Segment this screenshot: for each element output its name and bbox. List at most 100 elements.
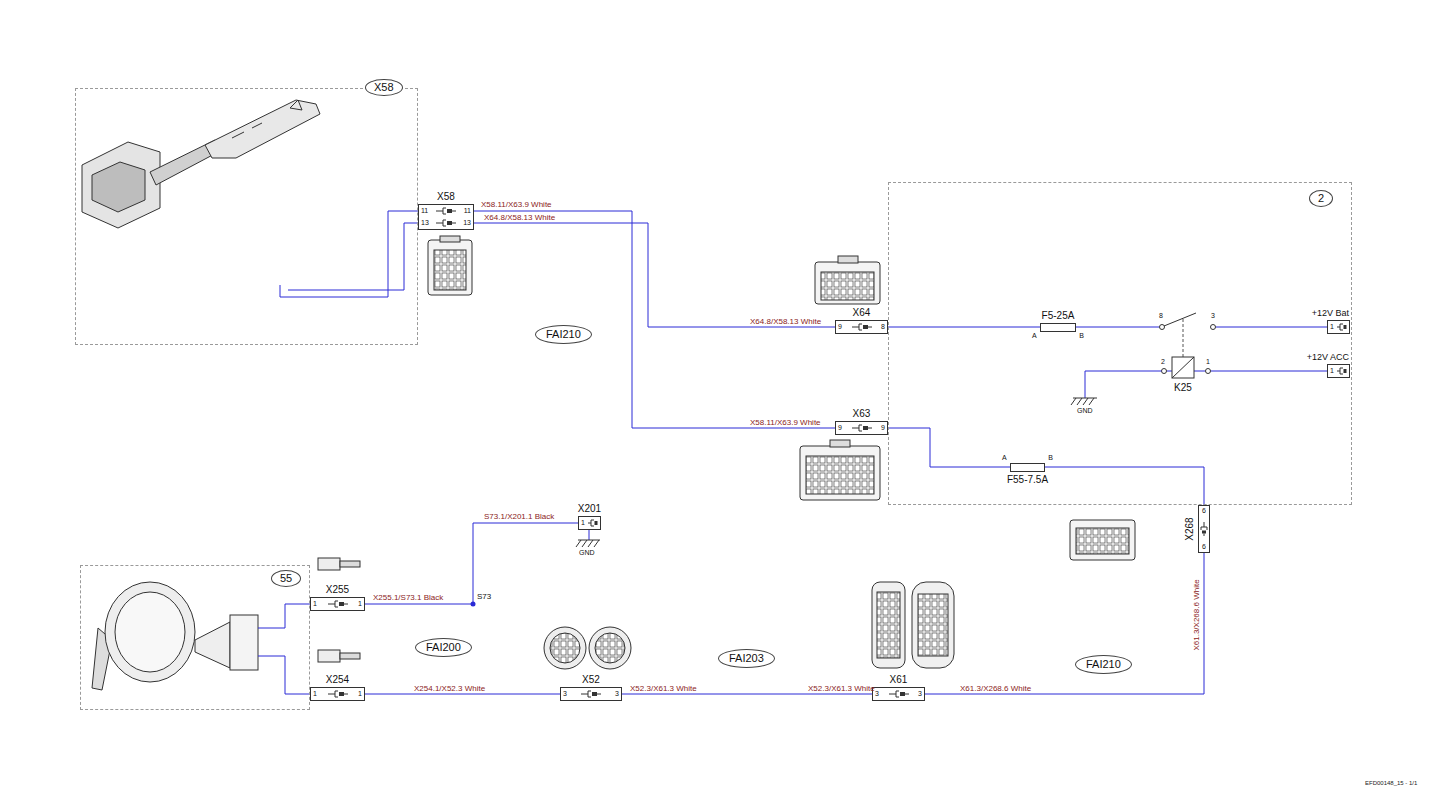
connector-picture-part	[434, 250, 466, 290]
pin-row: 1	[1328, 321, 1349, 333]
fuse-box: F55-7.5AAB	[1010, 463, 1045, 472]
relay-drawing-part	[1206, 369, 1211, 374]
connector-picture-part	[800, 446, 880, 500]
splice-name: S73	[477, 592, 491, 601]
connector-symbol	[852, 424, 872, 432]
wire-label: X64.8/X58.13 White	[484, 213, 555, 222]
connector-symbol	[1200, 522, 1208, 536]
connector-symbol	[852, 323, 872, 331]
connector-symbol	[1337, 323, 1347, 331]
relay-drawing-part	[1160, 325, 1165, 330]
connector-symbol	[1337, 367, 1347, 375]
callout-text: FAI210	[1086, 658, 1121, 670]
connector-name: X64	[853, 307, 871, 319]
connector-picture-part	[821, 272, 874, 300]
pin-row: 1	[1328, 365, 1349, 377]
connector-box: X6133	[872, 687, 925, 701]
pin-number: 13	[463, 219, 471, 227]
wire-label: X58.11/X63.9 White	[750, 418, 821, 427]
callout-oval: X58	[365, 79, 403, 96]
connector-name: X61	[890, 674, 908, 686]
connector-name: X201	[578, 503, 601, 515]
connector-symbol-line	[1337, 368, 1343, 374]
supply-terminal: +12V ACC1	[1327, 364, 1350, 378]
pin-number: 8	[1159, 312, 1163, 320]
connector-box: X25411	[310, 687, 365, 701]
relay-drawing-part	[1164, 313, 1196, 326]
relay-drawing-part	[1172, 357, 1194, 378]
wire	[1225, 371, 1327, 372]
lever-switch-part	[205, 100, 320, 158]
connector-picture-part	[544, 627, 586, 669]
fuse-pin: A	[1002, 454, 1007, 462]
harness-callout: FAI203	[718, 649, 775, 668]
callout-text: FAI210	[546, 328, 581, 340]
callout-text: FAI203	[729, 652, 764, 664]
component-region: X58	[75, 88, 418, 345]
fuse-name: F55-7.5A	[1007, 474, 1048, 486]
wire	[888, 428, 1010, 467]
connector-symbol-line	[436, 220, 456, 226]
connector-symbol-pin	[1344, 369, 1347, 373]
pin-row: 98	[836, 321, 887, 333]
pin-row: 33	[561, 688, 621, 700]
connector-picture-part	[912, 582, 954, 668]
wire-label: X58.11/X63.9 White	[481, 200, 552, 209]
horn-wires-part	[258, 604, 310, 628]
connector-picture-part	[550, 633, 580, 663]
connector-box: X26866	[1198, 505, 1210, 553]
connector-symbol-line	[1337, 324, 1343, 330]
connector-symbol-line	[852, 425, 872, 431]
pin-number: 9	[881, 424, 885, 432]
pin-number: 6	[1202, 543, 1206, 551]
connector-picture-part	[1070, 520, 1135, 560]
pin-row: 1	[579, 517, 600, 529]
pin-number: 3	[563, 690, 567, 698]
wire	[365, 523, 578, 604]
wire	[622, 694, 872, 695]
pin-number: 1	[358, 690, 362, 698]
connector-symbol-line	[852, 324, 872, 330]
wire-label: X61.3/X268.6 White	[960, 684, 1031, 693]
horn-part	[115, 592, 185, 672]
wire	[1045, 467, 1204, 505]
wire	[1076, 327, 1150, 328]
wire	[888, 327, 1040, 328]
wire	[1225, 327, 1327, 328]
relay-name: K25	[1174, 382, 1192, 394]
connector-picture-part	[340, 653, 360, 659]
connector-symbol	[588, 519, 598, 527]
pin-row: 11	[311, 598, 364, 610]
connector-picture-part	[428, 240, 472, 295]
connector-symbol-line	[889, 691, 909, 697]
wire-label: X255.1/S73.1 Black	[373, 593, 443, 602]
pin-number: 13	[421, 219, 429, 227]
connector-picture	[318, 236, 1135, 669]
horn-wires	[258, 604, 310, 694]
ground-symbol	[576, 371, 1162, 547]
connector-picture-part	[877, 592, 900, 658]
harness-callout: FAI210	[535, 325, 592, 344]
connector-symbol-pin	[339, 602, 344, 606]
switch-wires	[280, 211, 418, 297]
connector-picture-part	[838, 256, 858, 263]
pin-number: 6	[1202, 507, 1206, 515]
pin-number: 1	[313, 600, 317, 608]
fuse-box: F5-25AAB	[1040, 323, 1076, 332]
pin-row: 13 13	[419, 217, 473, 229]
pin-number: 11	[421, 207, 428, 215]
connector-symbol	[889, 690, 909, 698]
wire-label: X61.3/X268.6 White	[1192, 579, 1201, 650]
ground-symbol-part	[576, 540, 600, 547]
horn-part	[195, 622, 230, 668]
connector-symbol-line	[588, 520, 594, 526]
connector-picture-part	[806, 456, 874, 494]
connector-symbol-pin	[592, 692, 597, 696]
relay-symbol: K258321	[1150, 308, 1225, 398]
pin-number: 8	[881, 323, 885, 331]
relay-drawing-part	[1172, 357, 1194, 378]
connector-box: X25511	[310, 597, 365, 611]
relay-drawing	[1150, 313, 1225, 378]
